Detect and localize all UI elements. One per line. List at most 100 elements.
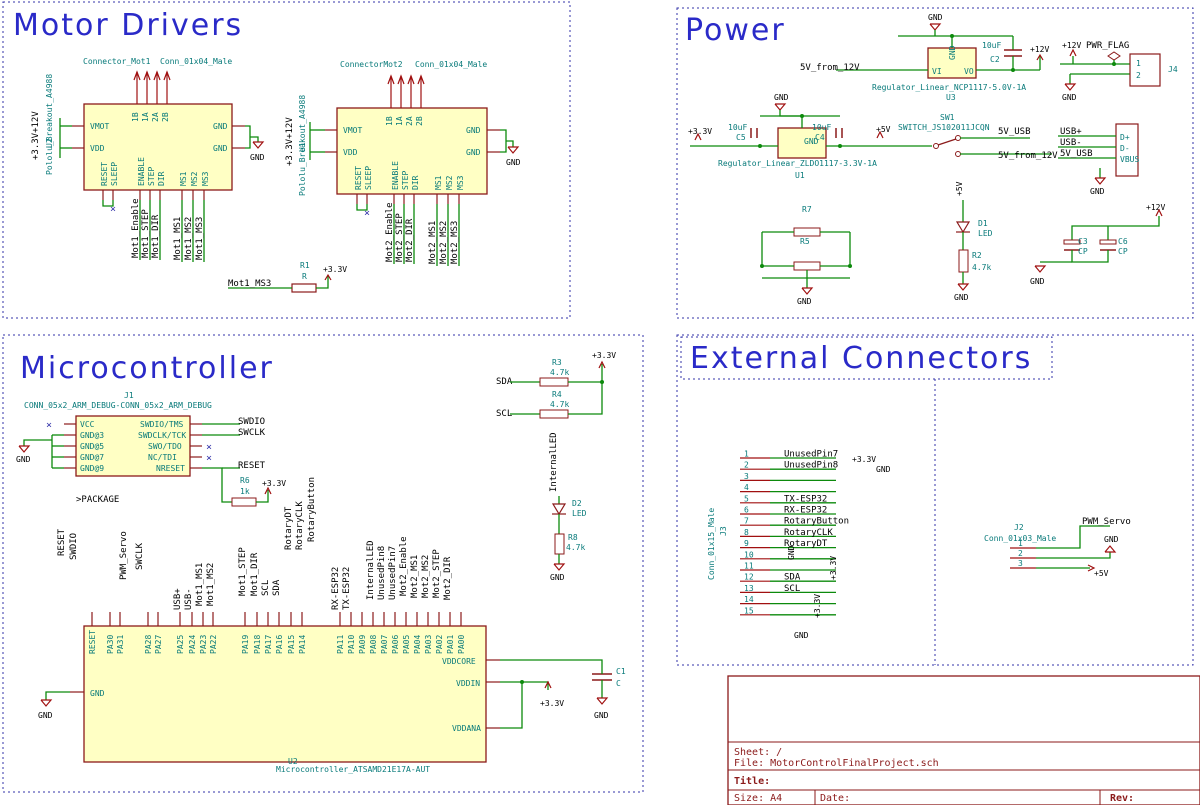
- svg-text:VBUS: VBUS: [1120, 155, 1139, 164]
- mcu-net-label: InternalLED: [366, 540, 376, 600]
- svg-text:+5V: +5V: [955, 181, 964, 196]
- mcu-pin-label: PA10: [347, 635, 356, 654]
- j3-pin-number: 12: [744, 573, 754, 582]
- j3-pin-number: 13: [744, 584, 754, 593]
- svg-text:GND: GND: [466, 148, 481, 157]
- svg-text:Mot1_MS3: Mot1_MS3: [195, 217, 205, 260]
- svg-text:GND: GND: [250, 153, 265, 162]
- svg-text:R5: R5: [800, 237, 810, 246]
- svg-text:J2: J2: [1014, 523, 1024, 532]
- mcu-pin-label: PA05: [402, 635, 411, 654]
- svg-text:5V_from_12V: 5V_from_12V: [998, 151, 1058, 161]
- svg-text:Mot2_MS3: Mot2_MS3: [450, 221, 460, 264]
- svg-text:VMOT: VMOT: [343, 126, 362, 135]
- svg-text:R: R: [302, 272, 307, 281]
- svg-text:GND: GND: [787, 545, 796, 560]
- j3-pin-number: 9: [744, 539, 749, 548]
- driver-2-body: [336, 107, 488, 195]
- svg-text:D2: D2: [572, 499, 582, 508]
- microcontroller-u2[interactable]: U2 Microcontroller_ATSAMD21E17A-AUT RESE…: [38, 612, 626, 774]
- mcu-pin-label: PA28: [144, 635, 153, 654]
- svg-text:+12V: +12V: [1030, 45, 1049, 54]
- usb-connector[interactable]: USB+ USB- 5V_USB D+ D- VBUS GND: [1058, 123, 1139, 196]
- resistor-r1[interactable]: R1 R Mot1_MS3 +3.3V: [228, 261, 347, 293]
- section-title-external-connectors: External Connectors: [690, 341, 1032, 376]
- svg-text:2A: 2A: [405, 116, 414, 126]
- led-d2-r8[interactable]: InternalLED D2 LED R8 4.7k GND: [549, 432, 587, 582]
- svg-text:Mot1_STEP: Mot1_STEP: [141, 209, 151, 258]
- svg-text:C5: C5: [736, 133, 746, 142]
- j3-pin-number: 1: [744, 450, 749, 459]
- svg-text:GND@5: GND@5: [80, 442, 104, 451]
- resistors-r7-r5[interactable]: R7 R5 GND: [760, 205, 852, 306]
- motor-drivers-frame: [2, 1, 571, 319]
- j3-net-label: UnusedPin8: [784, 461, 838, 471]
- svg-text:SLEEP: SLEEP: [364, 166, 373, 190]
- connector-j2[interactable]: J2 Conn_01x03_Male 1 2 3 PWM_Servo GND +…: [984, 517, 1131, 578]
- svg-text:1: 1: [1018, 539, 1023, 548]
- svg-text:×: ×: [364, 208, 370, 219]
- mcu-pin-label: PA02: [435, 635, 444, 654]
- svg-text:2B: 2B: [161, 112, 170, 122]
- svg-text:1A: 1A: [395, 116, 404, 126]
- svg-text:InternalLED: InternalLED: [549, 432, 559, 492]
- rev-label: Rev:: [1110, 793, 1134, 804]
- motor-driver-1[interactable]: Connector_Mot1 Conn_01x04_Male 1B 1A 2A …: [31, 57, 265, 191]
- svg-text:GND: GND: [213, 144, 228, 153]
- debug-connector-j1[interactable]: J1 CONN_05x2_ARM_DEBUG-CONN_05x2_ARM_DEB…: [16, 391, 286, 507]
- svg-text:+3.3V: +3.3V: [688, 127, 712, 136]
- svg-text:U3: U3: [946, 93, 956, 102]
- svg-text:2: 2: [1018, 549, 1023, 558]
- mcu-pin-label: PA11: [336, 635, 345, 654]
- motor-driver-2[interactable]: ConnectorMot2 Conn_01x04_Male 1B 1A 2A 2…: [285, 60, 521, 196]
- j3-net-label: UnusedPin7: [784, 450, 838, 460]
- led-d1-r2[interactable]: +5V D1 LED R2 4.7k GND: [954, 181, 993, 302]
- svg-text:+5V: +5V: [876, 125, 891, 134]
- svg-text:STEP: STEP: [401, 171, 410, 190]
- svg-text:10uF: 10uF: [728, 123, 747, 132]
- svg-text:VDD: VDD: [343, 148, 358, 157]
- svg-text:USB+: USB+: [1060, 127, 1082, 137]
- j3-net-label: TX-ESP32: [784, 494, 827, 504]
- svg-text:R7: R7: [802, 205, 812, 214]
- mcu-pin-label: PA24: [188, 635, 197, 654]
- j1-name: CONN_05x2_ARM_DEBUG-CONN_05x2_ARM_DEBUG: [24, 401, 212, 410]
- mcu-net-label: Mot2_MS2: [421, 555, 431, 598]
- svg-text:LED: LED: [978, 229, 993, 238]
- date-label: Date:: [820, 793, 850, 804]
- svg-text:GND: GND: [948, 45, 957, 60]
- capacitors-c3-c6[interactable]: +12V C3 CP C6 CP GND: [1030, 203, 1165, 286]
- j3-pin-number: 2: [744, 461, 749, 470]
- sw1-name: SWITCH_JS102011JCQN: [898, 123, 990, 132]
- svg-text:VDD: VDD: [90, 144, 105, 153]
- size-label: Size: A4: [734, 793, 782, 804]
- svg-text:4.7k: 4.7k: [550, 368, 569, 377]
- svg-text:PWR_FLAG: PWR_FLAG: [1086, 41, 1129, 51]
- svg-text:VMOT: VMOT: [90, 122, 109, 131]
- svg-text:GND: GND: [804, 137, 819, 146]
- svg-text:GND: GND: [876, 465, 891, 474]
- u2-name: Microcontroller_ATSAMD21E17A-AUT: [276, 765, 430, 774]
- svg-text:2A: 2A: [151, 112, 160, 122]
- svg-text:LED: LED: [572, 509, 587, 518]
- i2c-pullups[interactable]: SDA SCL R3 4.7k R4 4.7k +3.3V: [496, 351, 616, 419]
- svg-text:GND: GND: [16, 455, 31, 464]
- svg-text:×: ×: [206, 453, 212, 464]
- svg-text:1B: 1B: [385, 116, 394, 126]
- regulator-u1[interactable]: GND GND +3.3V 10uF C5 10uF C4 Regulator_…: [688, 93, 932, 180]
- svg-text:×: ×: [206, 442, 212, 453]
- j3-pin-number: 5: [744, 494, 749, 503]
- switch-sw1[interactable]: SWITCH_JS102011JCQN SW1 5V_USB 5V_from_1…: [898, 113, 1058, 161]
- svg-text:+3.3V: +3.3V: [852, 455, 876, 464]
- mcu-net-label: Mot1_MS1: [195, 563, 205, 606]
- power-flag-j4[interactable]: +12V PWR_FLAG GND 1 2 J4: [1060, 41, 1178, 102]
- svg-text:R6: R6: [240, 476, 250, 485]
- svg-text:+3.3V: +3.3V: [323, 265, 347, 274]
- regulator-u3[interactable]: GND GND VI VO 5V_from_12V Regulator_Line…: [800, 13, 1049, 102]
- svg-text:SWDIO/TMS: SWDIO/TMS: [140, 420, 184, 429]
- mcu-pin-label: PA08: [369, 635, 378, 654]
- svg-text:GND: GND: [1030, 277, 1045, 286]
- svg-text:GND: GND: [466, 126, 481, 135]
- svg-text:J3: J3: [719, 526, 728, 536]
